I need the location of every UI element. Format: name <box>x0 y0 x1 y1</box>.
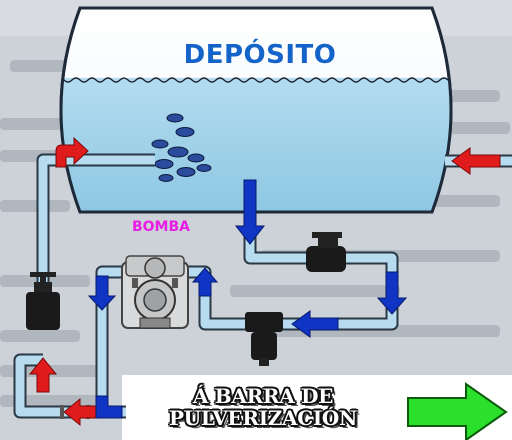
outlet-label-line2: PULVERIZACIÓN <box>168 406 358 430</box>
agitation-bubbles <box>151 113 212 182</box>
filter-icon <box>245 312 283 366</box>
outlet-label-line1: Á BARRA DE <box>192 384 334 408</box>
tank-label: DEPÓSITO <box>183 40 337 70</box>
flow-arrow-blue <box>95 395 123 419</box>
green-arrow-icon <box>407 382 508 440</box>
pump-shape <box>121 255 189 329</box>
flow-arrows-red <box>28 136 501 427</box>
valve-icon <box>26 272 60 330</box>
flow-arrows-blue <box>87 179 408 419</box>
pump-label: BOMBA <box>131 219 190 235</box>
valve-icon <box>306 232 346 272</box>
outlet-label: Á BARRA DE PULVERIZACIÓN <box>128 385 398 429</box>
